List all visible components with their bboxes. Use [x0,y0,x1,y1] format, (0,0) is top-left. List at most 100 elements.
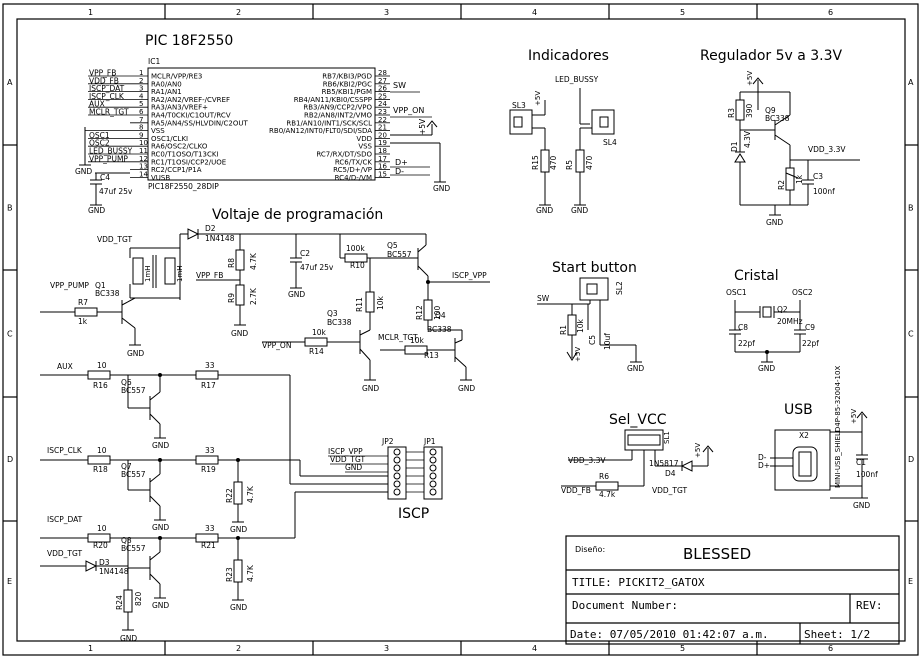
pic-left-net: ISCP_CLK [89,92,125,101]
gnd-start: GND [627,364,644,373]
c9-label: C9 [805,323,815,332]
pic-left-pin: RA2/AN2/VREF-/CVREF [151,96,230,104]
r8-val: 4.7K [249,252,258,270]
r2-label: R2 [777,180,786,190]
r12-val: 100 [433,305,442,320]
zone-row-left: B [7,204,13,213]
sl2-label: SL2 [615,281,624,295]
r14-val: 10k [312,328,327,337]
pic-left-num: 7 [139,116,143,124]
r11-label: R11 [355,297,364,312]
pic-left-pin: VUSB [151,174,170,182]
q3-part: BC338 [327,318,352,327]
title-usb: USB [784,402,813,418]
gnd-reg: GND [766,218,783,227]
r13-label: R13 [424,351,439,360]
pic-c4: C4 [100,173,110,182]
r10-val: 100k [346,244,365,253]
d1-val: 4.3V [743,130,752,148]
r15-val: 470 [549,155,558,170]
gnd-q1: GND [127,349,144,358]
c3-label: C3 [813,172,823,181]
zone-col-top: 1 [88,8,93,17]
pic-right-num: 20 [378,131,387,139]
pic-right-num: 23 [378,108,387,116]
r24-val: 820 [134,591,143,606]
pic-right-pin: RB4/AN11/KBI0/CSSPP [294,96,372,104]
usb-dplus: D+ [758,461,770,470]
pic-net-5v: +5V [418,118,427,135]
selvcc-5v: +5V [694,443,702,458]
q6-label: Q6 [121,378,132,387]
pic-left-pin: RA3/AN3/VREF+ [151,104,208,112]
pic-right-pin: RB0/AN12/INT0/FLT0/SDI/SDA [269,127,372,135]
r13-val: 10k [410,336,425,345]
pic-left-net: OSC2 [89,139,110,148]
usb-5v: +5V [850,409,858,424]
pic-left-net: AUX [89,100,105,109]
q8-label: Q8 [121,536,132,545]
r16-label: R16 [93,381,108,390]
pic-left-num: 5 [139,100,143,108]
title-selvcc: Sel_VCC [609,412,667,428]
mclr-tgt-label: MCLR_TGT [378,333,418,342]
gnd-q3: GND [362,384,379,393]
r9-val: 2.7K [249,287,258,305]
gnd-q8: GND [152,601,169,610]
usb-dminus: D- [758,453,767,462]
zone-col-bottom: 3 [384,644,389,653]
r21-val: 33 [205,524,215,533]
usb-connector [774,429,831,491]
zone-col-top: 5 [680,8,685,17]
pic-gnd-c4: GND [88,206,105,215]
gnd-c2: GND [288,290,305,299]
r3-val: 390 [745,103,754,118]
r16-val: 10 [97,361,107,370]
iscp-row-gnd: GND [345,463,362,472]
pic-right-num: 25 [378,92,387,100]
tb-title: TITLE: PICKIT2_GATOX [572,576,705,589]
pic-left-num: 2 [139,77,143,85]
pic-left-pin: MCLR/VPP/RE3 [151,73,202,81]
aux-label: AUX [57,362,73,371]
pic-right-pin: RB1/AN10/INT1/SCK/SCL [286,119,372,127]
zone-row-right: C [908,330,914,339]
diseno-label: Diseño: [575,545,605,554]
zone-row-right: E [908,577,913,586]
title-start: Start button [552,260,637,276]
zone-col-top: 6 [828,8,833,17]
c3-val: 100nf [813,187,835,196]
pic-c4-val: 47uf 25v [99,187,133,196]
sw-label: SW [537,294,550,303]
pic-left-net: VDD_FB [89,76,119,85]
gnd-q4: GND [458,384,475,393]
c1-label: C1 [856,458,866,467]
c9-val: 22pf [802,339,819,348]
q3-label: Q3 [327,309,338,318]
title-pic: PIC 18F2550 [145,33,233,49]
q7-label: Q7 [121,462,132,471]
pic-right-num: 27 [378,77,387,85]
q2-label: Q2 [777,305,788,314]
pic-left-pin: VSS [151,127,165,135]
zone-col-top: 3 [384,8,389,17]
c1-val: 100nf [856,470,878,479]
vdd-tgt-q1: VDD_TGT [97,235,133,244]
pic-right-num: 24 [378,100,387,108]
d3-val: 1N4148 [99,567,129,576]
r3-label: R3 [727,108,736,118]
led-bussy-label: LED_BUSSY [555,75,599,84]
gnd-q7: GND [152,523,169,532]
r9-label: R9 [227,293,236,303]
q9-part: BC338 [765,114,790,123]
jp2-label: JP2 [381,437,394,446]
gnd-r15: GND [536,206,553,215]
d3-label: D3 [99,558,110,567]
r17-label: R17 [201,381,216,390]
sl1-connector [624,429,664,451]
r1-val: 10k [576,318,585,333]
sl2-connector [579,277,609,301]
r20-val: 10 [97,524,107,533]
diseno-value: BLESSED [683,545,751,563]
